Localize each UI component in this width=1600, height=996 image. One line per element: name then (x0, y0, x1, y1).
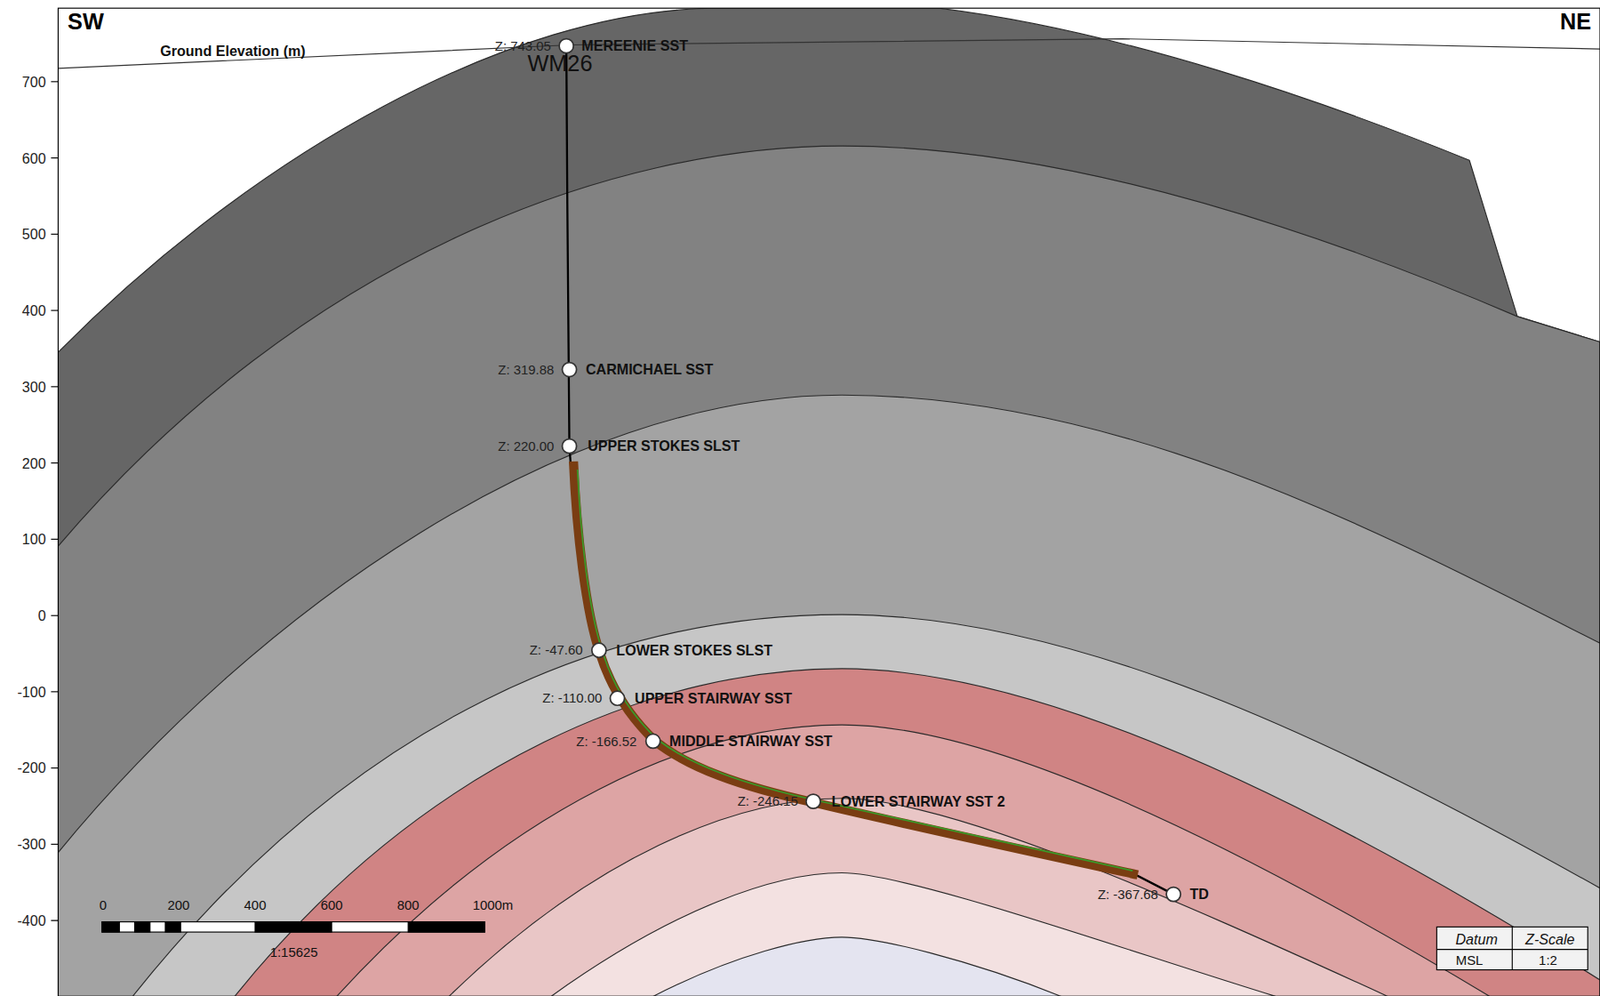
zscale-label: Z-Scale (1525, 931, 1575, 946)
axis-tick: 600 (22, 151, 47, 166)
scale-ratio: 1:15625 (270, 945, 319, 960)
scale-label: 1000m (472, 898, 514, 912)
zscale-value: 1:2 (1538, 953, 1558, 968)
formation-name: MIDDLE STAIRWAY SST (669, 733, 832, 748)
well-name: WM26 (527, 53, 592, 76)
axis-tick: -300 (16, 836, 46, 851)
axis-tick: 0 (38, 608, 47, 623)
z-value: Z: -166.52 (576, 734, 637, 748)
formation-name: MEREENIE SST (581, 39, 688, 54)
z-value: Z: -47.60 (529, 643, 584, 657)
z-value: Z: 319.88 (497, 362, 554, 376)
formation-name: TD (1190, 887, 1209, 902)
axis-tick: 300 (22, 379, 47, 394)
z-value: Z: 220.00 (497, 439, 554, 453)
datum-value: MSL (1456, 953, 1484, 968)
scale-label: 600 (320, 898, 344, 912)
axis-tick: 500 (22, 226, 47, 241)
scale-label: 0 (99, 898, 107, 912)
z-value: Z: -367.68 (1097, 887, 1159, 901)
axis-tick: -200 (16, 760, 46, 776)
z-value: Z: 743.05 (495, 39, 552, 53)
formation-name: LOWER STAIRWAY SST 2 (832, 793, 1006, 808)
scale-label: 800 (397, 898, 420, 912)
axis-tick: 700 (22, 74, 47, 89)
axis-title: Ground Elevation (m) (160, 43, 305, 58)
formation-name: CARMICHAEL SST (585, 362, 713, 377)
scale-label: 200 (167, 898, 190, 912)
formation-name: UPPER STOKES SLST (587, 439, 740, 454)
axis-tick: -400 (16, 912, 46, 928)
formation-name: LOWER STOKES SLST (616, 642, 773, 657)
z-value: Z: -110.00 (542, 691, 602, 705)
axis-tick: 200 (22, 456, 47, 471)
datum-label: Datum (1455, 931, 1497, 946)
heading-dir: SW (67, 11, 104, 34)
axis-tick: -100 (16, 684, 46, 699)
axis-tick: 400 (22, 303, 47, 318)
scale-label: 400 (244, 898, 267, 912)
axis-tick: 100 (22, 531, 47, 546)
z-value: Z: -246.15 (737, 794, 799, 808)
heading-dir: NE (1560, 11, 1592, 34)
formation-name: UPPER STAIRWAY SST (634, 690, 792, 705)
